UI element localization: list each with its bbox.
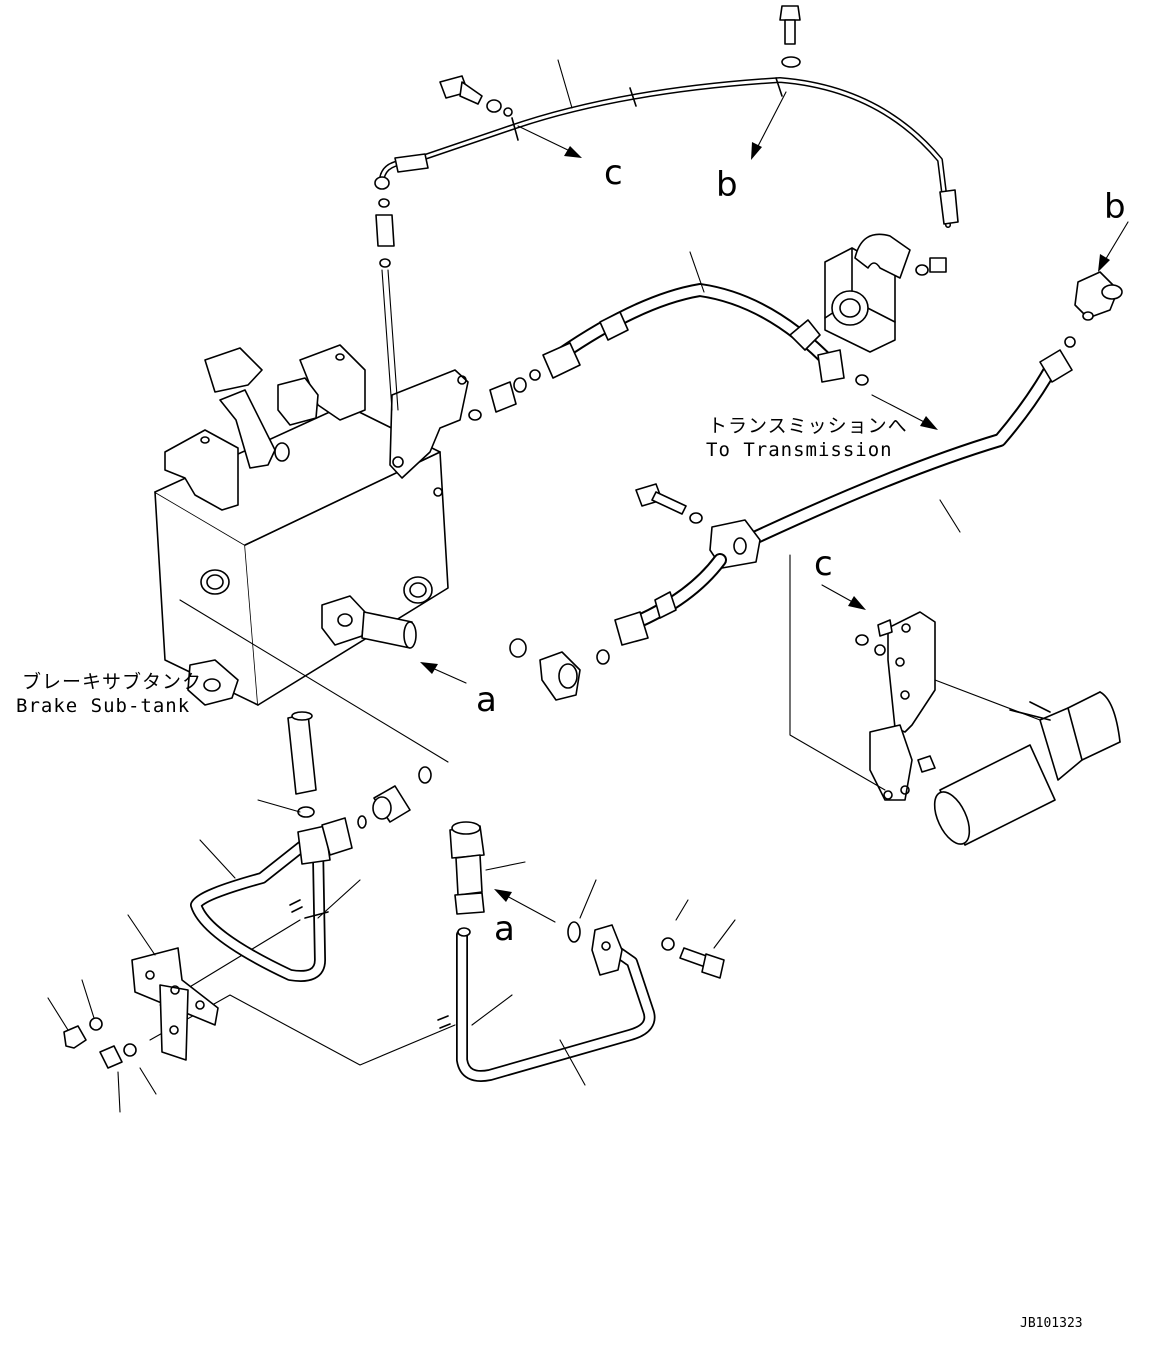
ref-letter-c-right: c (814, 544, 833, 584)
left-u-pipe (190, 817, 361, 982)
thin-brake-tube (374, 59, 959, 228)
arrow-b-upper (751, 91, 787, 160)
ref-letter-a-lower: a (494, 909, 515, 949)
ref-letter-b-right: b (1104, 187, 1126, 227)
banjo-bolt-vertical (779, 5, 801, 68)
hose-stub (257, 711, 317, 818)
brake-subtank (154, 344, 469, 706)
arrow-c-upper (517, 125, 582, 158)
banjo-bolt-upper (439, 75, 513, 117)
valve-body (449, 821, 597, 943)
nuts-washers (47, 979, 157, 1113)
return-hose (542, 251, 869, 386)
long-hose (614, 336, 1076, 646)
axle-housing (933, 691, 1121, 846)
drawing-code: JB101323 (1020, 1316, 1083, 1331)
clamp-plate (127, 914, 219, 1061)
arrow-a-lower (494, 889, 556, 923)
arrow-a-upper (420, 662, 467, 684)
elbow-fitting-right (1074, 271, 1123, 321)
elbow-near-tank (509, 638, 610, 701)
to-transmission-label-en: To Transmission (706, 439, 893, 461)
tube-fitting-left (375, 198, 399, 411)
to-transmission-label-jp: トランスミッションへ (708, 415, 908, 437)
brake-subtank-label-en: Brake Sub-tank (16, 695, 190, 717)
adapter-fittings (357, 766, 432, 829)
arrow-b-right (1098, 221, 1129, 272)
flange-bolt-lower (661, 899, 736, 979)
hose-fittings-left (468, 369, 541, 421)
brake-subtank-label-jp: ブレーキサブタンク (22, 670, 202, 693)
ref-letter-a-upper: a (476, 680, 497, 720)
mounting-bracket (821, 584, 936, 801)
flange-bolt (635, 483, 703, 524)
ref-letter-b-upper: b (716, 165, 738, 205)
junction-block (824, 233, 947, 353)
right-u-pipe (437, 924, 656, 1086)
to-transmission-arrow (871, 394, 938, 430)
ref-letter-c-upper: c (604, 153, 623, 193)
spacer-pipe (361, 611, 417, 649)
